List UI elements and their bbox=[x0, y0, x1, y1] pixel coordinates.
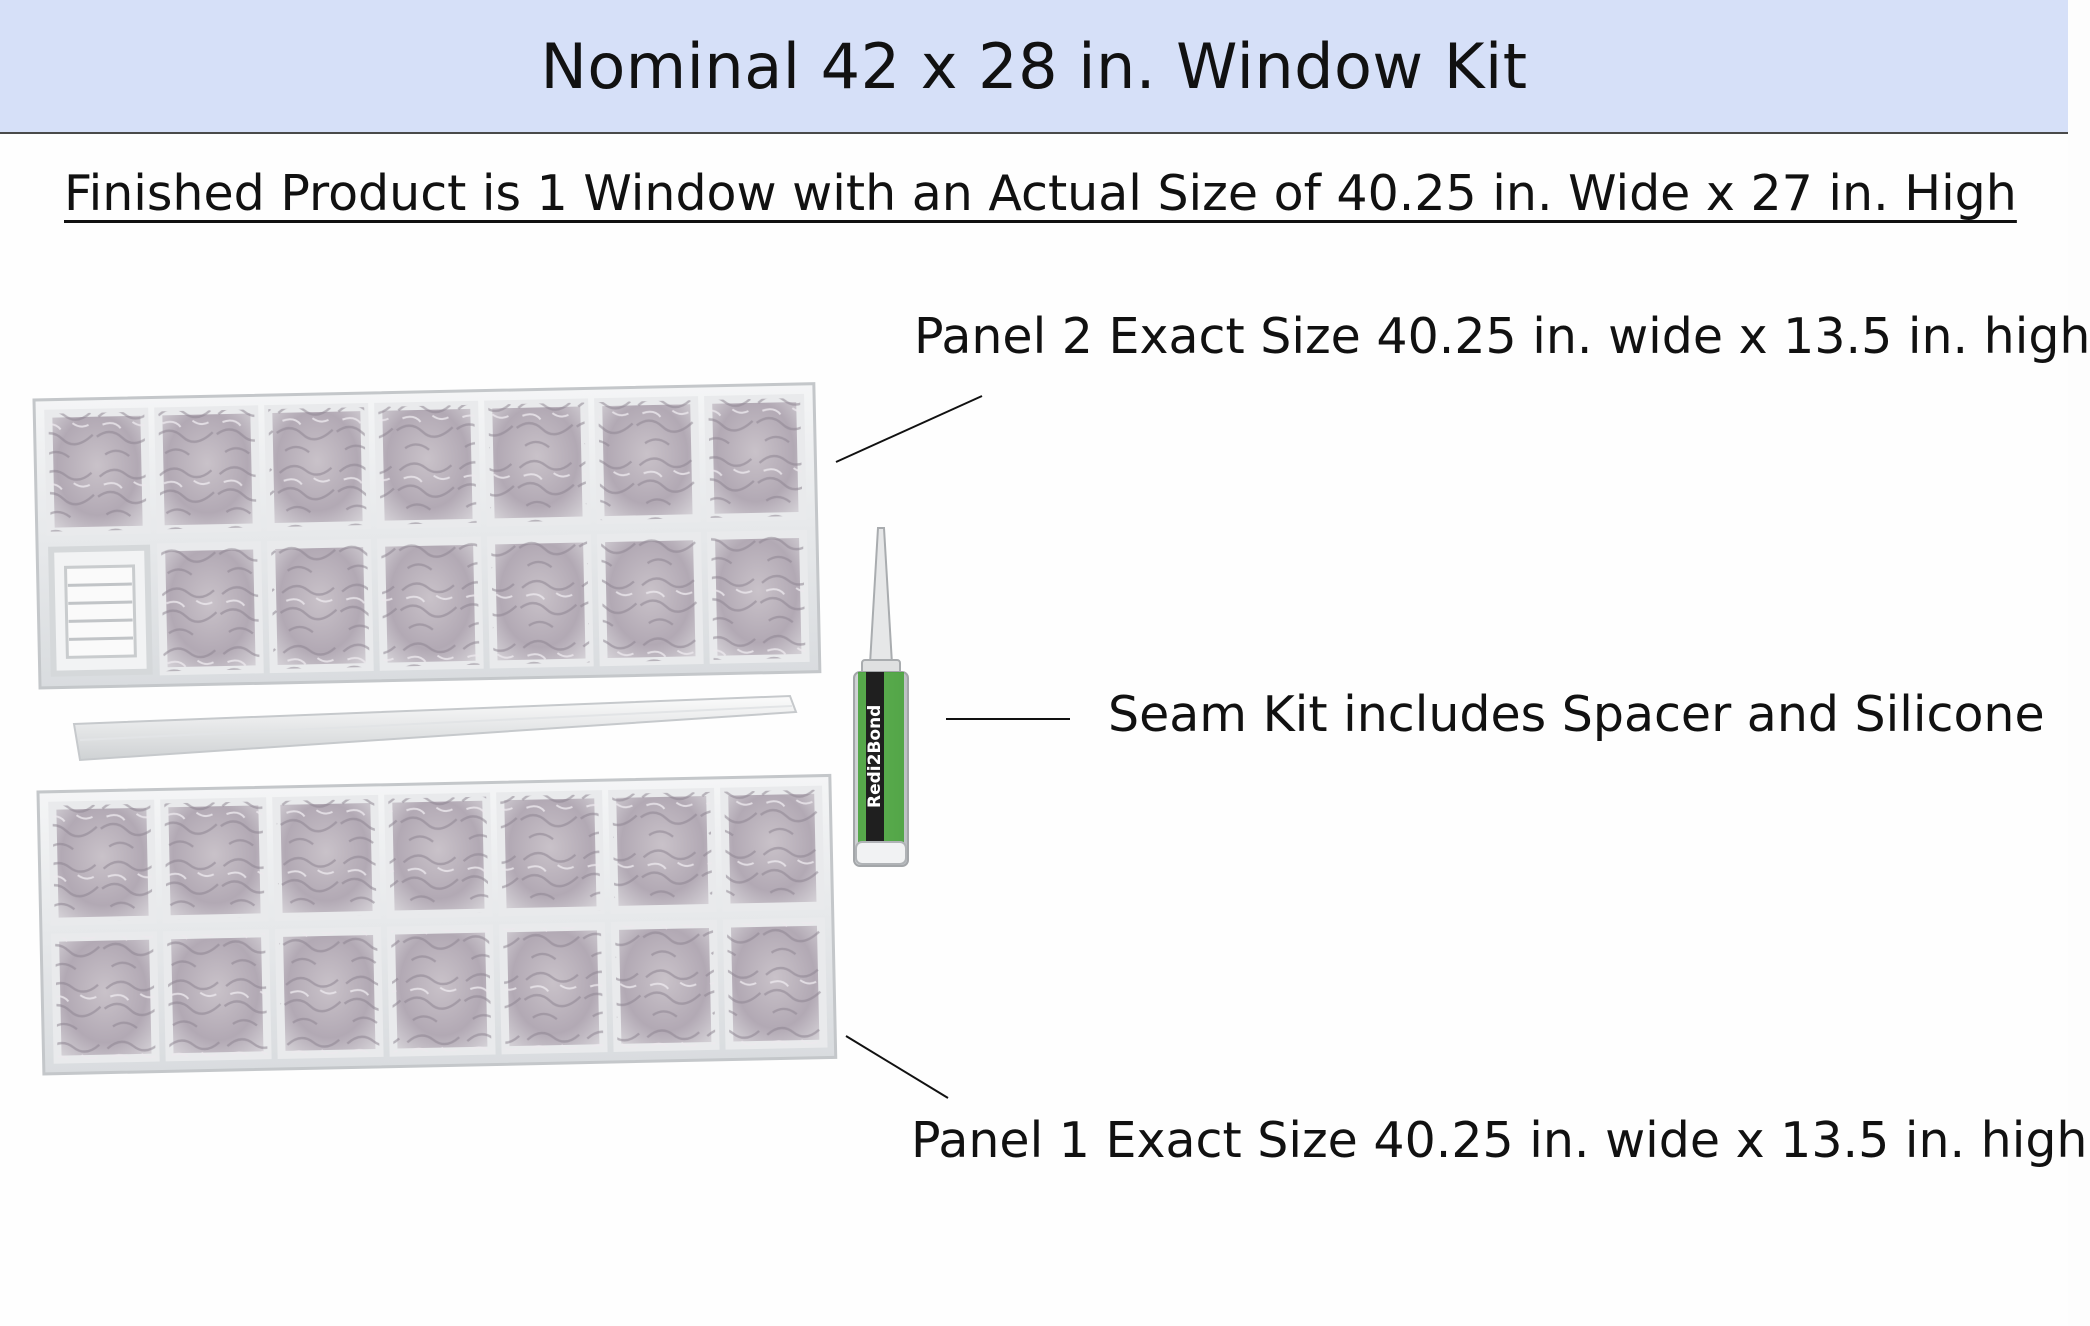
panel-1-size-label: Panel 1 Exact Size 40.25 in. wide x 13.5… bbox=[911, 1112, 2088, 1169]
page-title: Nominal 42 x 28 in. Window Kit bbox=[540, 30, 1528, 103]
panel-2-leader-line bbox=[835, 395, 983, 463]
seam-kit-label: Seam Kit includes Spacer and Silicone bbox=[1108, 686, 2045, 743]
title-bar: Nominal 42 x 28 in. Window Kit bbox=[0, 0, 2068, 134]
finished-product-subtitle: Finished Product is 1 Window with an Act… bbox=[64, 165, 2017, 222]
panel-2-image bbox=[32, 382, 822, 690]
seam-spacer bbox=[72, 694, 798, 762]
panel-2-size-label: Panel 2 Exact Size 40.25 in. wide x 13.5… bbox=[914, 308, 2090, 365]
panel-1-leader-line bbox=[845, 1035, 949, 1099]
tube-brand-text: Redi2Bond bbox=[865, 705, 885, 808]
silicone-tube: Redi2Bond bbox=[853, 527, 909, 867]
panel-1-image bbox=[36, 773, 838, 1076]
dryer-vent bbox=[48, 544, 153, 677]
glass-block bbox=[44, 407, 151, 536]
